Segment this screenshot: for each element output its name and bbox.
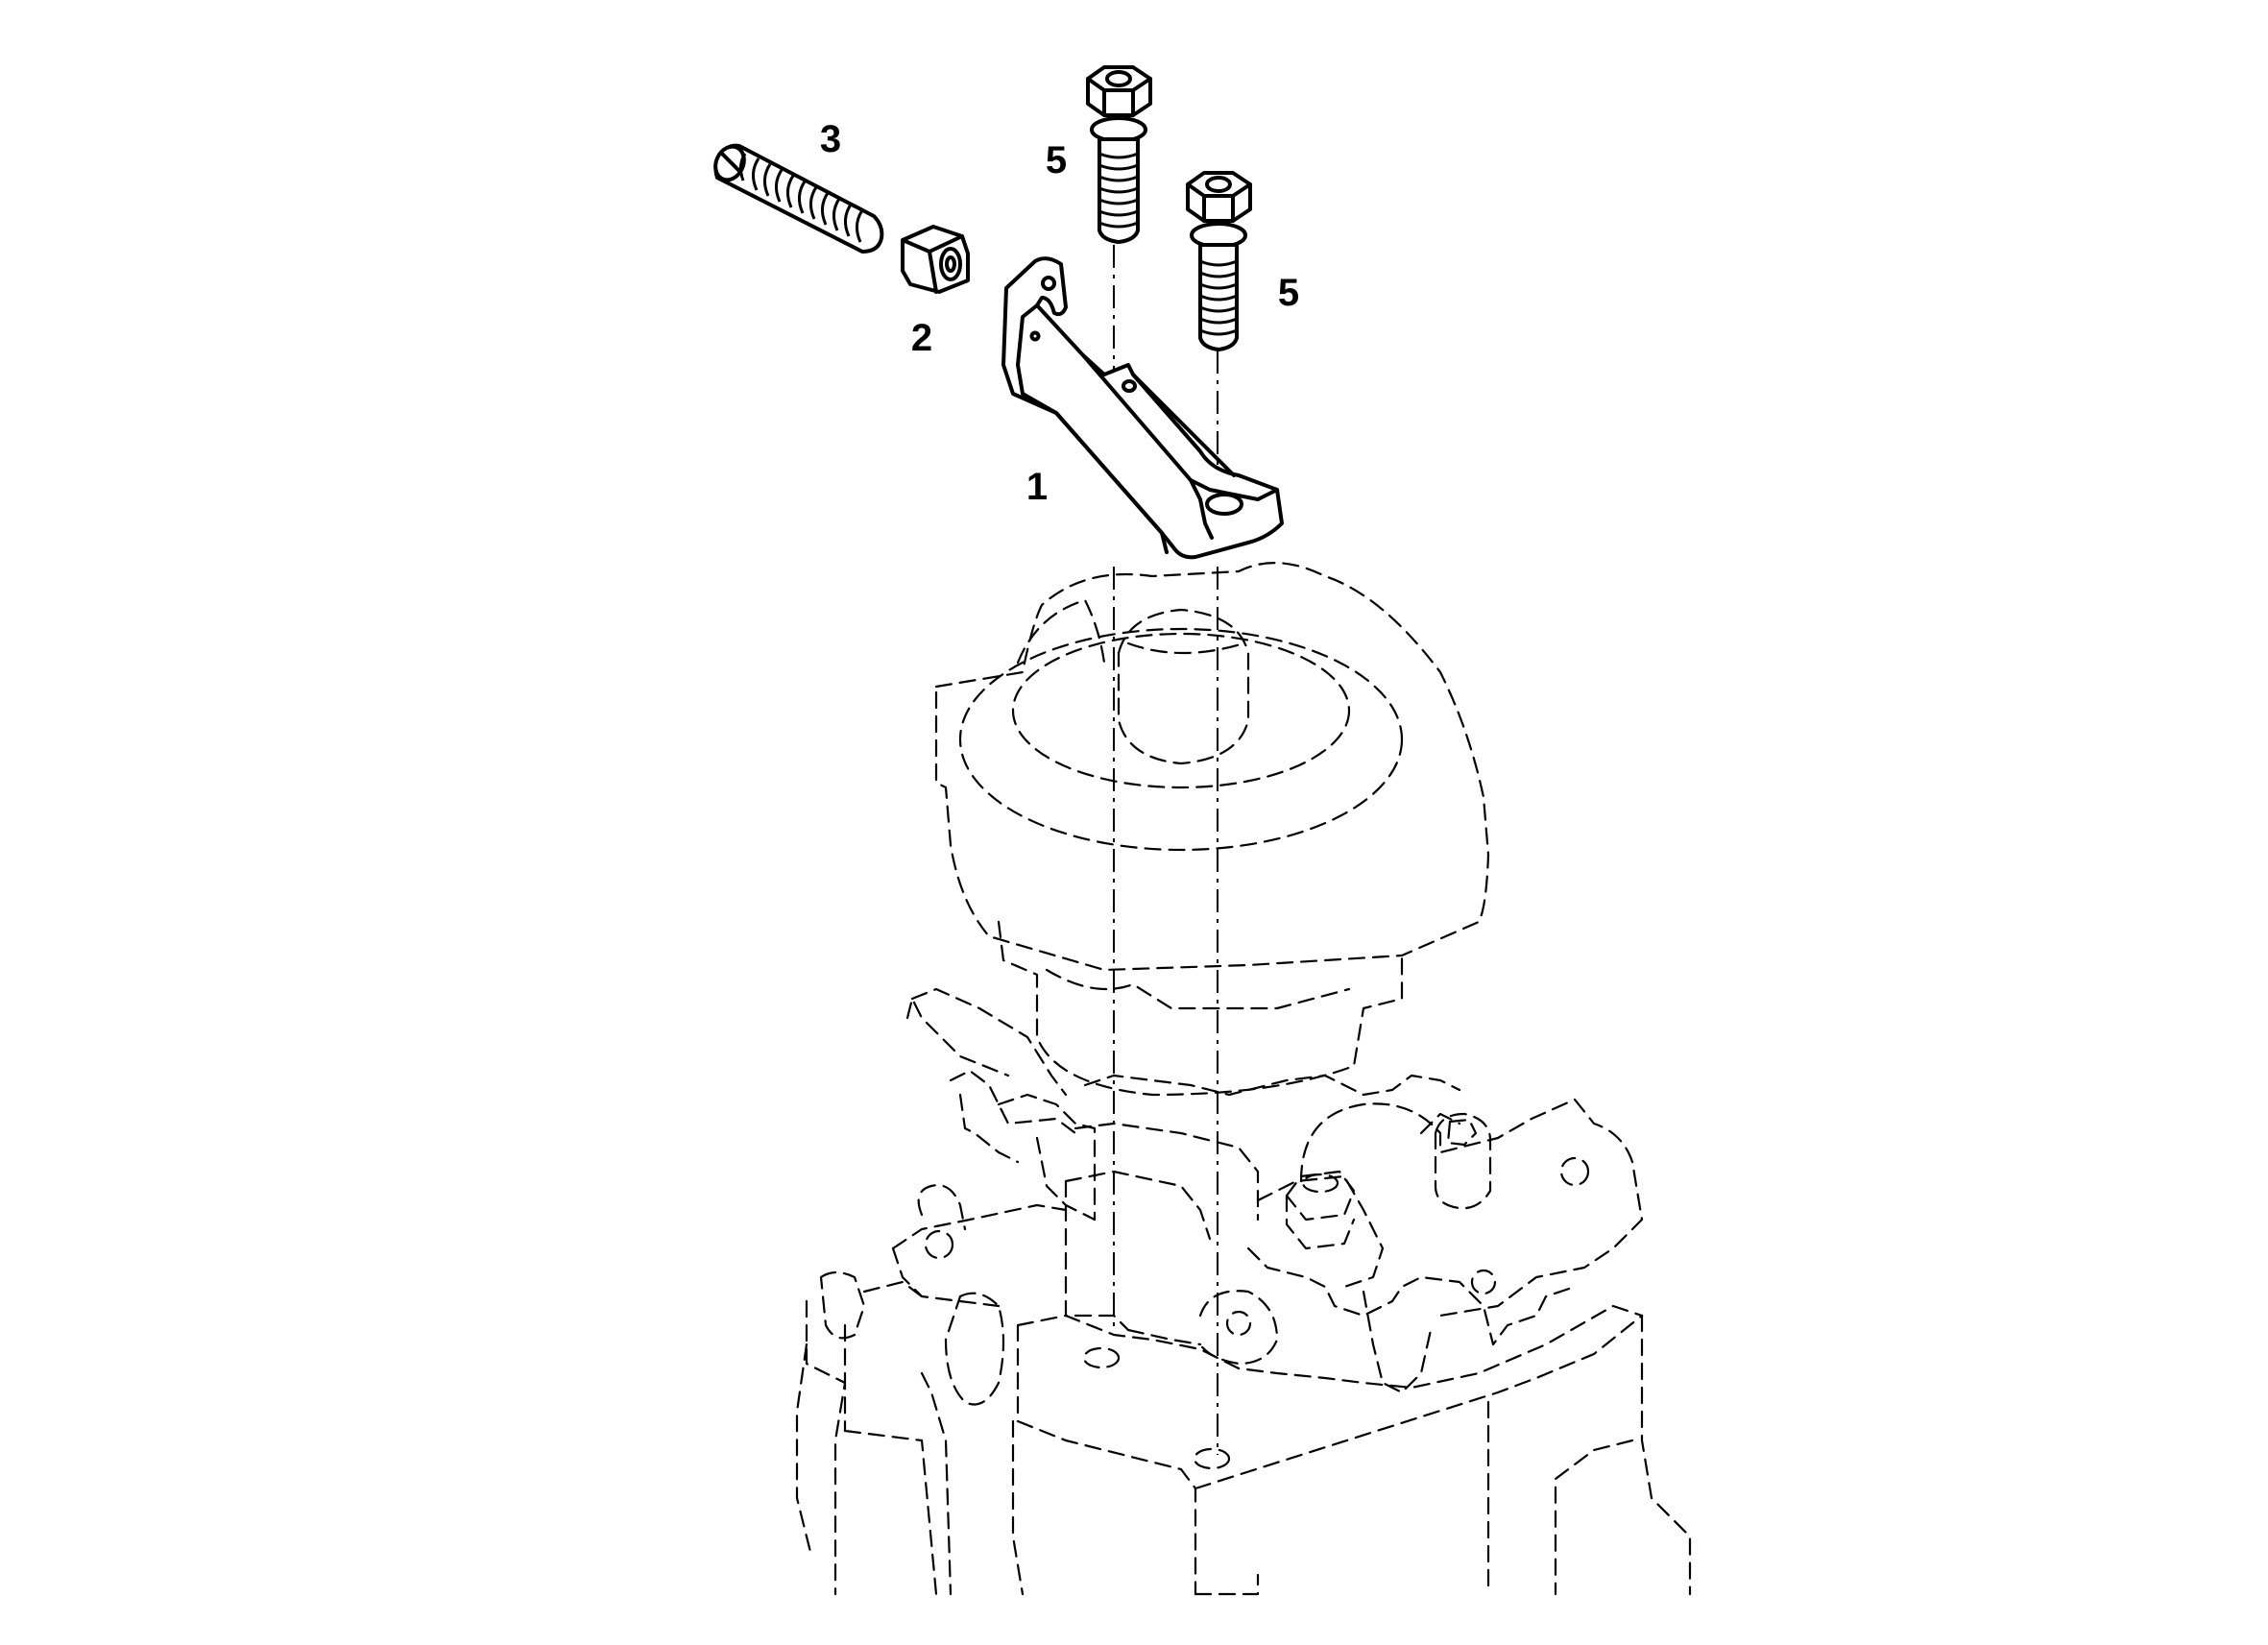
bolt-axis-lines <box>1113 245 1218 1455</box>
adjusting-screw-part <box>713 143 884 254</box>
bracket-part <box>1001 256 1284 560</box>
bolt-left-part <box>1086 65 1152 244</box>
bolt-right-part <box>1186 171 1252 351</box>
callout-nut: 2 <box>911 317 932 359</box>
callout-bolt-left: 5 <box>1046 139 1067 181</box>
injection-pump-phantom <box>795 562 1692 1596</box>
nut-part <box>901 225 970 294</box>
callout-bracket: 1 <box>1026 466 1048 508</box>
callout-bolt-right: 5 <box>1278 272 1299 314</box>
callout-adjusting-screw: 3 <box>820 118 841 160</box>
